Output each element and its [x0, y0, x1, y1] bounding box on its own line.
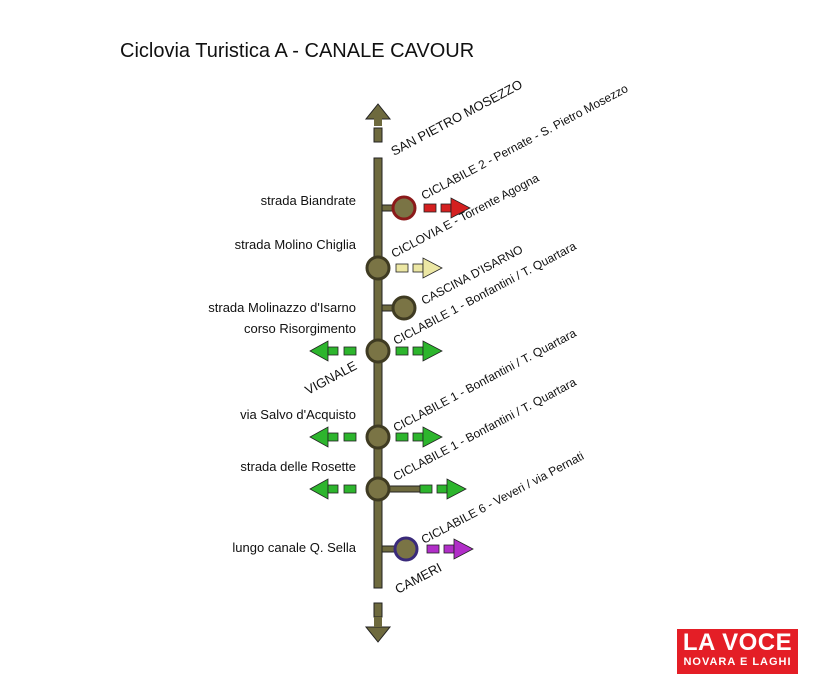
endpoint-vignale: VIGNALE	[302, 358, 359, 398]
stop-label-qsella: lungo canale Q. Sella	[232, 540, 356, 555]
stop-label-biandrate: strada Biandrate	[261, 193, 356, 208]
arrow-left-green-icon	[309, 478, 357, 500]
stop-label-salvo-dacquisto: via Salvo d'Acquisto	[240, 407, 356, 422]
arrow-left-green-icon	[309, 340, 357, 362]
route-ciclabile-6: CICLABILE 6 - Veveri / via Pernati	[419, 449, 586, 547]
arrow-left-green-icon	[309, 426, 357, 448]
node-rosette	[365, 476, 391, 502]
arrow-right-green-icon	[395, 340, 443, 362]
stop-label-rosette: strada delle Rosette	[240, 459, 356, 474]
left-labels: strada Biandrate strada Molino Chiglia s…	[208, 193, 356, 555]
stop-label-molino-chiglia: strada Molino Chiglia	[235, 237, 357, 252]
node-molino-chiglia	[365, 255, 391, 281]
route-ciclabile-1-b: CICLABILE 1 - Bonfantini / T. Quartara	[391, 326, 579, 435]
stop-label-molinazzo: strada Molinazzo d'Isarno	[208, 300, 356, 315]
arrow-right-yellow-icon	[395, 257, 443, 279]
logo-main-text: LA VOCE	[682, 629, 793, 656]
node-molinazzo	[391, 295, 417, 321]
node-biandrate	[391, 195, 417, 221]
arrow-right-green-icon	[395, 426, 443, 448]
node-qsella	[393, 536, 419, 562]
arrow-right-red-icon	[423, 197, 471, 219]
connection-arrows	[309, 197, 474, 560]
arrow-right-purple-icon	[426, 538, 474, 560]
route-ciclabile-1-a: CICLABILE 1 - Bonfantini / T. Quartara	[391, 239, 579, 348]
node-risorgimento	[365, 338, 391, 364]
rotated-labels: SAN PIETRO MOSEZZO CICLABILE 2 - Pernate…	[302, 77, 630, 597]
node-salvo-dacquisto	[365, 424, 391, 450]
branch-stub	[387, 485, 421, 493]
endpoint-cameri: CAMERI	[392, 560, 444, 597]
diagram-title: Ciclovia Turistica A - CANALE CAVOUR	[120, 40, 474, 62]
route-nodes	[365, 195, 419, 562]
logo-sub-text: NOVARA E LAGHI	[683, 656, 792, 668]
south-arrow-icon	[364, 626, 392, 643]
stop-label-risorgimento: corso Risorgimento	[244, 321, 356, 336]
route-trunk	[364, 103, 392, 643]
arrow-right-green-icon	[419, 478, 467, 500]
north-arrow-icon	[364, 103, 392, 120]
la-voce-logo: LA VOCE NOVARA E LAGHI	[677, 629, 798, 674]
